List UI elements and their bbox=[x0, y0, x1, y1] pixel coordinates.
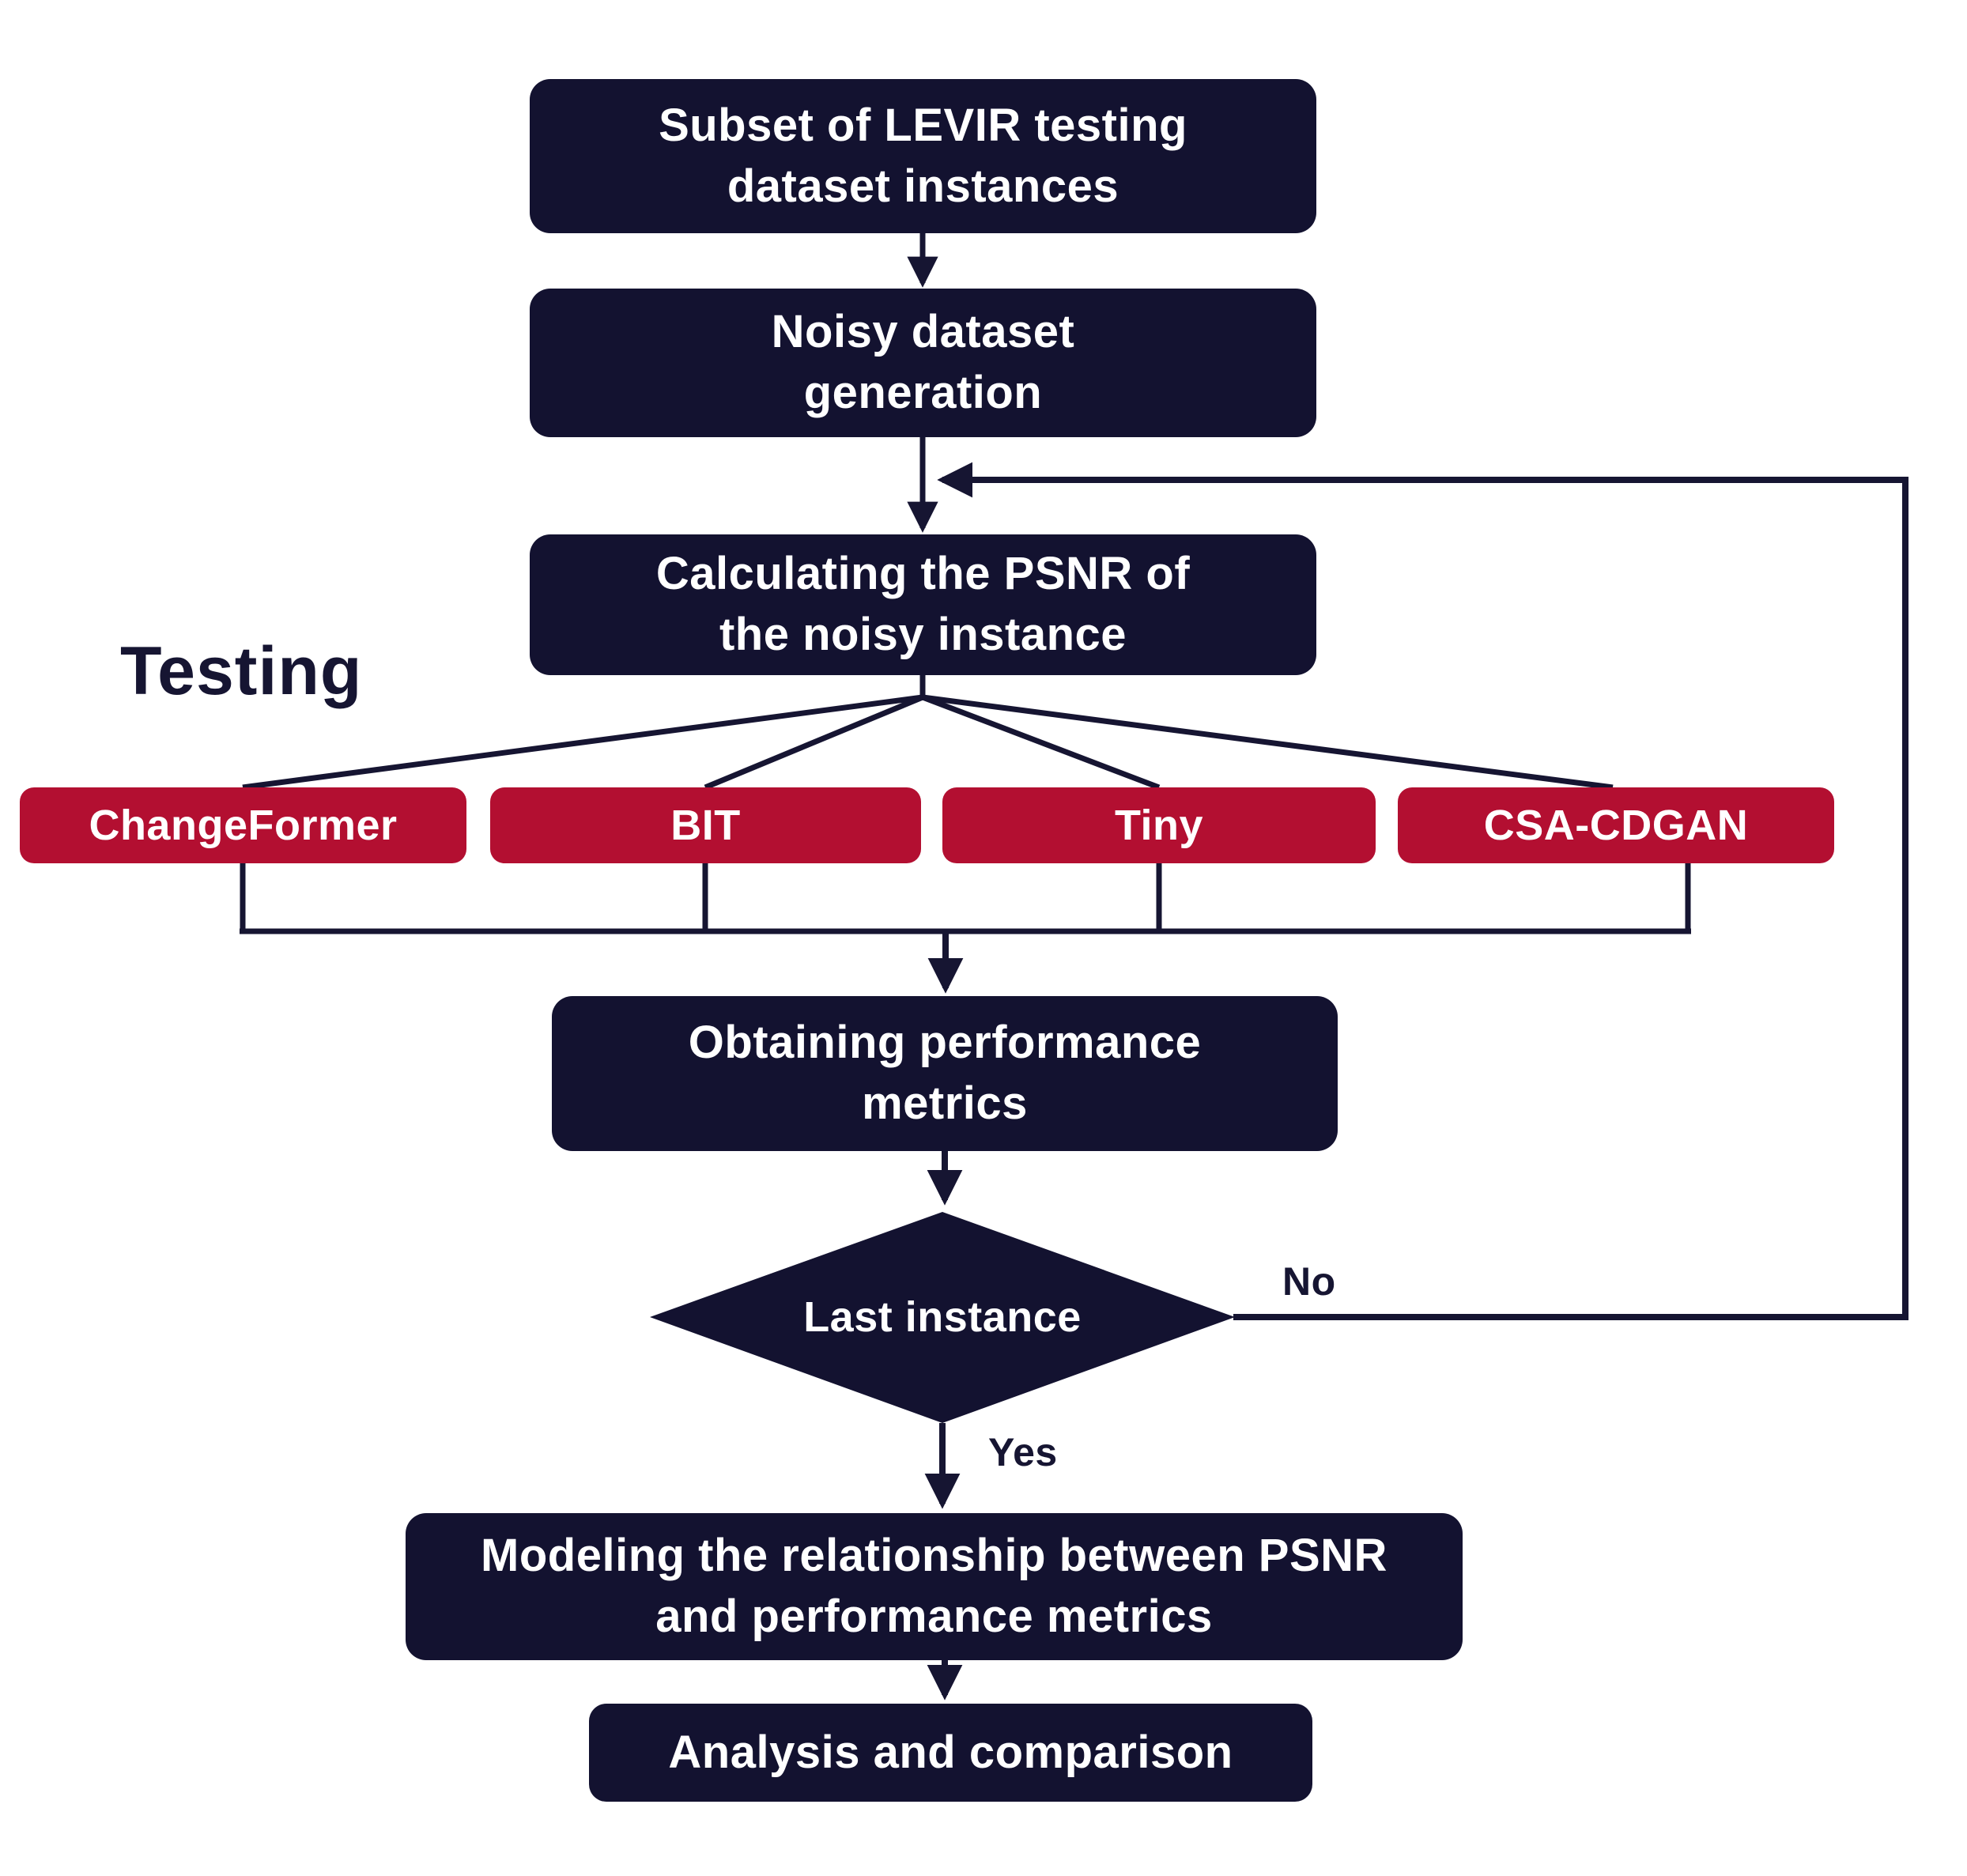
node-noisy-generation-label: Noisy dataset generation bbox=[771, 306, 1075, 418]
decision-last-instance-label: Last instance bbox=[803, 1293, 1082, 1341]
node-modeling-relationship-label: Modeling the relationship between PSNR a… bbox=[481, 1530, 1387, 1642]
edge-label-no: No bbox=[1282, 1259, 1336, 1304]
model-box-tiny-label: Tiny bbox=[1114, 802, 1204, 849]
model-box-csa-cdgan: CSA-CDGAN bbox=[1398, 787, 1834, 863]
node-subset-dataset: Subset of LEVIR testing dataset instance… bbox=[530, 79, 1316, 233]
node-noisy-generation: Noisy dataset generation bbox=[530, 289, 1316, 437]
model-box-changeformer-label: ChangeFormer bbox=[89, 802, 398, 849]
node-subset-dataset-label: Subset of LEVIR testing dataset instance… bbox=[659, 99, 1187, 212]
node-calculate-psnr-label: Calculating the PSNR of the noisy instan… bbox=[655, 548, 1191, 660]
model-box-tiny: Tiny bbox=[942, 787, 1376, 863]
model-box-bit: BIT bbox=[490, 787, 921, 863]
node-calculate-psnr: Calculating the PSNR of the noisy instan… bbox=[530, 534, 1316, 675]
section-label-testing: Testing bbox=[120, 633, 363, 709]
model-box-csa-cdgan-label: CSA-CDGAN bbox=[1483, 802, 1749, 849]
node-obtaining-metrics: Obtaining performance metrics bbox=[552, 996, 1338, 1151]
node-obtaining-metrics-label: Obtaining performance metrics bbox=[688, 1017, 1202, 1129]
node-analysis-comparison-label: Analysis and comparison bbox=[668, 1726, 1233, 1778]
decision-diamond-shape bbox=[650, 1212, 1235, 1423]
model-box-bit-label: BIT bbox=[670, 802, 741, 849]
node-modeling-relationship: Modeling the relationship between PSNR a… bbox=[406, 1513, 1463, 1660]
model-box-changeformer: ChangeFormer bbox=[20, 787, 466, 863]
node-analysis-comparison: Analysis and comparison bbox=[589, 1704, 1312, 1802]
edge-label-yes: Yes bbox=[988, 1430, 1058, 1474]
